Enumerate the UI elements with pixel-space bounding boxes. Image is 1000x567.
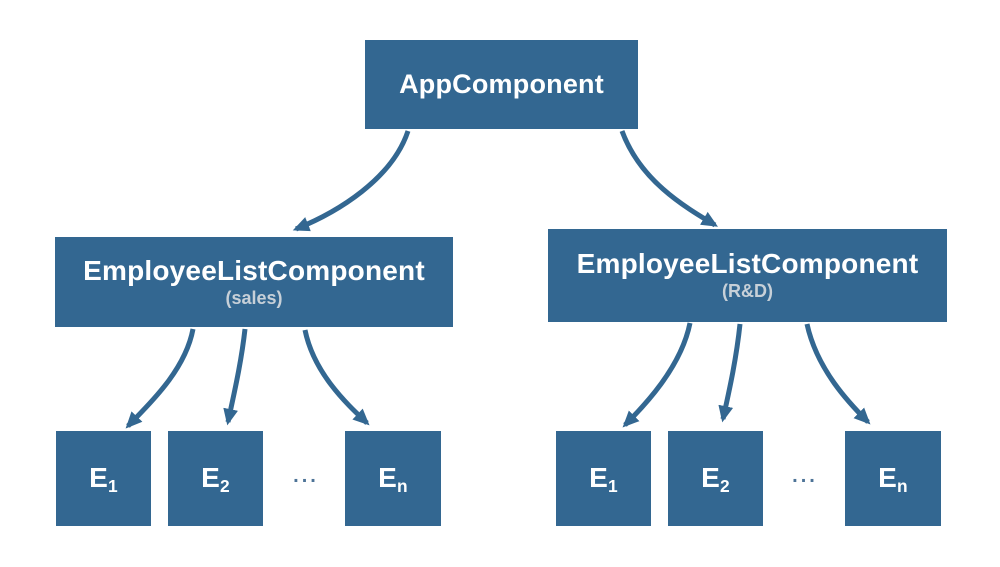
node-rd-e2-label: E2	[701, 462, 730, 496]
edge-rd-to-en	[804, 323, 871, 425]
node-sales-e1: E1	[56, 431, 151, 526]
node-rd-en-label: En	[878, 462, 908, 496]
node-employee-list-sales: EmployeeListComponent (sales)	[55, 237, 453, 327]
node-rd-en: En	[845, 431, 941, 526]
node-employee-list-sales-label: EmployeeListComponent	[83, 254, 425, 286]
node-employee-list-sales-sublabel: (sales)	[225, 287, 283, 308]
node-rd-e1: E1	[556, 431, 651, 526]
node-sales-en: En	[345, 431, 441, 526]
edge-sales-to-e2	[223, 328, 248, 426]
node-sales-en-label: En	[378, 462, 408, 496]
edge-rd-to-e2	[718, 323, 743, 423]
node-app-component: AppComponent	[365, 40, 638, 129]
ellipsis-rd: ...	[792, 465, 818, 487]
edge-rd-to-e1	[622, 322, 693, 428]
node-employee-list-rd-sublabel: (R&D)	[722, 281, 773, 301]
node-sales-e2-label: E2	[201, 462, 230, 496]
edge-root-to-rd	[619, 130, 719, 228]
node-employee-list-rd-label: EmployeeListComponent	[576, 248, 919, 280]
edge-sales-to-en	[302, 329, 370, 426]
node-employee-list-rd: EmployeeListComponent (R&D)	[548, 229, 947, 322]
edge-root-to-sales	[292, 130, 411, 232]
ellipsis-sales: ...	[293, 465, 319, 487]
node-rd-e2: E2	[668, 431, 763, 526]
node-sales-e1-label: E1	[89, 462, 118, 496]
node-rd-e1-label: E1	[589, 462, 618, 496]
edge-sales-to-e1	[125, 328, 196, 429]
node-sales-e2: E2	[168, 431, 263, 526]
node-app-component-label: AppComponent	[399, 68, 604, 99]
